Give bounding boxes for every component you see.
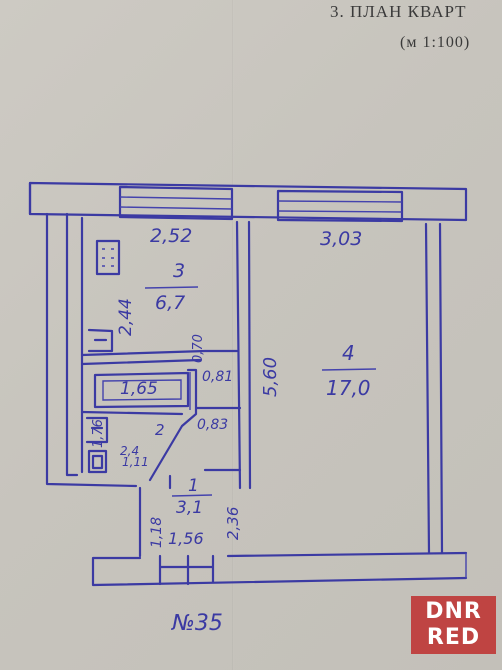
watermark-logo: DNR RED bbox=[411, 596, 496, 654]
right-wall bbox=[424, 222, 444, 555]
room-4-area: 17,0 bbox=[326, 376, 371, 400]
dim-24-label: 2,4 bbox=[120, 444, 140, 458]
room-4-number: 4 bbox=[342, 341, 355, 365]
watermark-line1: DNR bbox=[425, 599, 482, 624]
stove bbox=[95, 239, 121, 276]
bathtub bbox=[93, 371, 190, 409]
room-1-number: 1 bbox=[188, 476, 199, 496]
window-right bbox=[276, 189, 404, 223]
area-fraction-rules bbox=[144, 286, 377, 497]
kitchen-partition bbox=[235, 220, 252, 490]
kitchen-width-label: 2,52 bbox=[150, 225, 193, 247]
apartment-number: №35 bbox=[172, 611, 223, 636]
plan-scale: (м 1:100) bbox=[400, 34, 471, 51]
paper-fold bbox=[232, 0, 234, 670]
bath-walls bbox=[80, 368, 242, 482]
room-width-label: 3,03 bbox=[320, 228, 363, 250]
entry-door bbox=[158, 554, 215, 586]
bottom-wall bbox=[91, 551, 468, 587]
dim-083-label: 0,83 bbox=[197, 417, 229, 433]
hall-walls bbox=[138, 468, 242, 558]
room-1-area: 3,1 bbox=[176, 498, 204, 518]
dim-081-label: 0,81 bbox=[202, 369, 234, 385]
sink-kitchen bbox=[87, 328, 114, 353]
plan-heading: 3. ПЛАН КВАРТ bbox=[330, 2, 467, 21]
watermark-line2: RED bbox=[426, 625, 481, 650]
dim-156-label: 1,56 bbox=[168, 529, 204, 548]
left-wall bbox=[45, 212, 138, 488]
bath-length-label: 1,65 bbox=[120, 379, 158, 399]
room-3-number: 3 bbox=[173, 260, 186, 282]
room-3-area: 6,7 bbox=[155, 292, 186, 314]
toilet bbox=[87, 449, 108, 474]
dim-111-label: 1,11 bbox=[122, 455, 149, 469]
room-2-number: 2 bbox=[155, 421, 165, 439]
wc-sink bbox=[85, 416, 109, 444]
kitchen-bottom-wall bbox=[80, 349, 239, 366]
